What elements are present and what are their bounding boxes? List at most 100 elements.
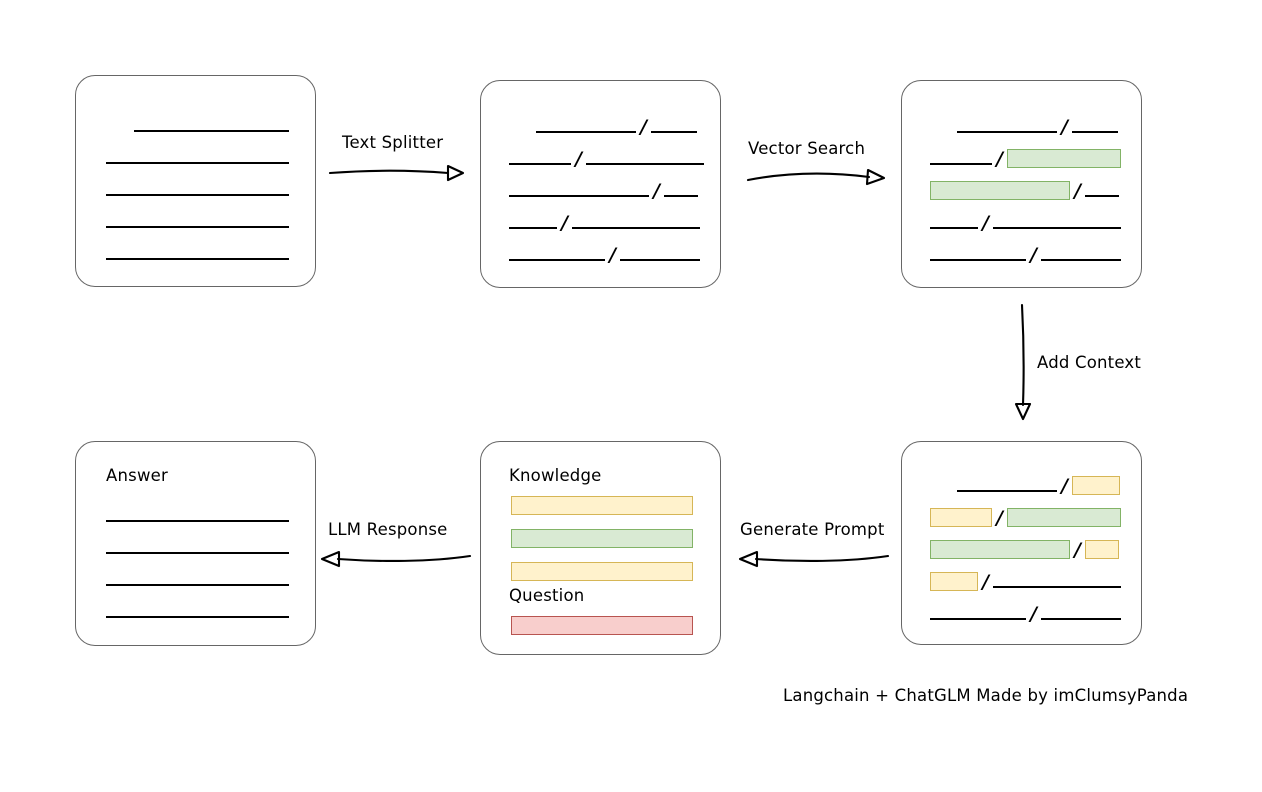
connector-llm-response: LLM Response [320, 520, 472, 570]
connector-label-add-context: Add Context [1037, 353, 1142, 372]
segment-separator: / [575, 147, 582, 170]
text-row [106, 242, 289, 264]
line-rows-answer [76, 442, 315, 645]
segment-separator: / [1030, 602, 1037, 625]
text-line-segment [930, 227, 978, 229]
segment-separator: / [1061, 474, 1068, 497]
text-line-segment [106, 584, 289, 586]
card-answer[interactable]: Answer [75, 441, 316, 646]
text-line-segment [106, 258, 289, 260]
question-label: Question [509, 586, 585, 605]
card-source-document[interactable] [75, 75, 316, 287]
highlighted-chunk-green [930, 540, 1070, 559]
text-row: / [930, 211, 1121, 233]
text-row: / [930, 179, 1119, 201]
text-line-segment [930, 163, 992, 165]
text-line-segment [571, 227, 700, 229]
knowledge-bar-2 [511, 529, 693, 548]
card-context-chunks[interactable]: / / / / / [901, 441, 1142, 645]
footer-credit: Langchain + ChatGLM Made by imClumsyPand… [783, 686, 1189, 705]
text-row: / [930, 115, 1118, 137]
text-line-segment [1040, 259, 1121, 261]
text-line-segment [106, 194, 289, 196]
segment-separator: / [982, 570, 989, 593]
text-line-segment [1084, 195, 1119, 197]
segment-separator: / [1030, 243, 1037, 266]
connector-vector-search: Vector Search [746, 139, 886, 189]
highlighted-chunk-yellow [930, 572, 978, 591]
knowledge-label: Knowledge [509, 466, 602, 485]
segment-separator: / [982, 211, 989, 234]
segment-separator: / [996, 147, 1003, 170]
text-row [106, 210, 289, 232]
connector-add-context: Add Context [1012, 303, 1141, 421]
card-split-chunks[interactable]: / / / / / [480, 80, 721, 288]
text-row: / [930, 602, 1121, 624]
text-row [106, 178, 289, 200]
text-line-segment [509, 163, 571, 165]
connector-label-text-splitter: Text Splitter [342, 133, 444, 152]
line-rows-split-chunks: / / / / / [481, 81, 720, 287]
highlighted-chunk-yellow [930, 508, 992, 527]
text-row: / [930, 538, 1119, 560]
card-prompt[interactable]: Knowledge Question [480, 441, 721, 655]
text-row [106, 504, 289, 526]
text-row: / [509, 211, 700, 233]
text-line-segment [957, 131, 1057, 133]
knowledge-bar-1 [511, 496, 693, 515]
text-line-segment [509, 227, 557, 229]
text-line-segment [106, 616, 289, 618]
line-rows-source-document [76, 76, 315, 286]
highlighted-chunk-green [1006, 149, 1121, 168]
highlighted-chunk-yellow [1071, 476, 1120, 495]
card-matched-chunks[interactable]: / / / / / [901, 80, 1142, 288]
text-line-segment [992, 586, 1121, 588]
line-rows-matched-chunks: / / / / / [902, 81, 1141, 287]
text-line-segment [930, 618, 1026, 620]
text-line-segment [1040, 618, 1121, 620]
segment-separator: / [561, 211, 568, 234]
text-line-segment [106, 226, 289, 228]
highlighted-chunk-green [1006, 508, 1121, 527]
text-row: / [930, 243, 1121, 265]
text-row: / [509, 115, 697, 137]
text-line-segment [1071, 131, 1118, 133]
segment-separator: / [1061, 115, 1068, 138]
segment-separator: / [1074, 179, 1081, 202]
connector-label-vector-search: Vector Search [748, 139, 866, 158]
text-line-segment [106, 552, 289, 554]
text-row: / [509, 179, 698, 201]
text-row [106, 114, 289, 136]
segment-separator: / [996, 506, 1003, 529]
text-row [106, 146, 289, 168]
question-bar-1 [511, 616, 693, 635]
text-row: / [930, 570, 1121, 592]
text-line-segment [106, 162, 289, 164]
text-row: / [930, 147, 1121, 169]
text-line-segment [536, 131, 636, 133]
segment-separator: / [1074, 538, 1081, 561]
knowledge-bar-3 [511, 562, 693, 581]
text-line-segment [663, 195, 698, 197]
connector-text-splitter: Text Splitter [328, 133, 465, 184]
segment-separator: / [653, 179, 660, 202]
text-line-segment [992, 227, 1121, 229]
answer-label: Answer [106, 466, 168, 485]
connector-label-generate-prompt: Generate Prompt [740, 520, 885, 539]
text-row: / [930, 474, 1120, 496]
text-line-segment [585, 163, 704, 165]
text-row: / [509, 147, 704, 169]
text-line-segment [957, 490, 1057, 492]
text-line-segment [509, 259, 605, 261]
text-row: / [930, 506, 1121, 528]
segment-separator: / [609, 243, 616, 266]
text-line-segment [106, 520, 289, 522]
text-row: / [509, 243, 700, 265]
text-line-segment [930, 259, 1026, 261]
text-row [106, 600, 289, 622]
highlighted-chunk-yellow [1084, 540, 1119, 559]
segment-separator: / [640, 115, 647, 138]
highlighted-chunk-green [930, 181, 1070, 200]
text-line-segment [509, 195, 649, 197]
